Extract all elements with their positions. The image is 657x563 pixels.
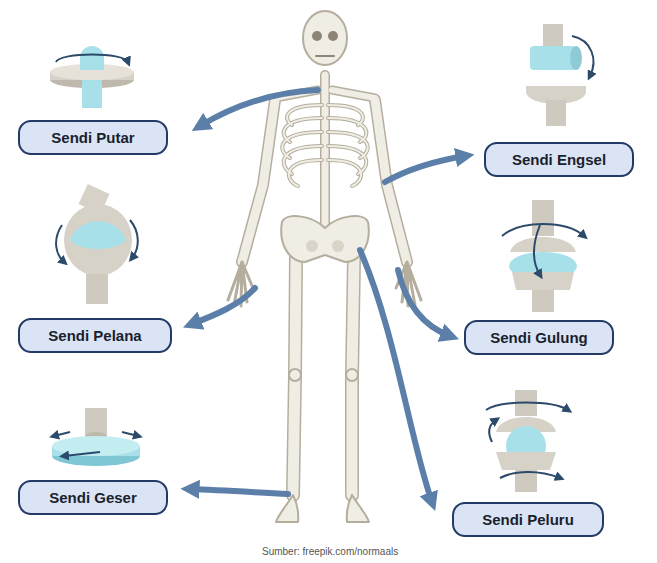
joint-label-box: Sendi Peluru bbox=[452, 502, 604, 537]
source-caption: Sumber: freepik.com/normaals bbox=[262, 546, 398, 557]
joint-label-box: Sendi Engsel bbox=[484, 142, 634, 177]
joint-label: Sendi Putar bbox=[40, 129, 146, 146]
joint-label-box: Sendi Gulung bbox=[464, 320, 614, 355]
joint-label-box: Sendi Putar bbox=[18, 120, 168, 155]
joint-label: Sendi Pelana bbox=[40, 327, 150, 344]
joint-icons bbox=[50, 24, 593, 492]
joint-label: Sendi Engsel bbox=[506, 151, 612, 168]
joint-label: Sendi Peluru bbox=[474, 511, 582, 528]
joint-label-box: Sendi Geser bbox=[18, 480, 168, 515]
pointer-arrows bbox=[190, 90, 465, 502]
joint-label-box: Sendi Pelana bbox=[18, 318, 172, 353]
joint-label: Sendi Geser bbox=[40, 489, 146, 506]
skeleton bbox=[228, 11, 421, 522]
joint-label: Sendi Gulung bbox=[486, 329, 592, 346]
